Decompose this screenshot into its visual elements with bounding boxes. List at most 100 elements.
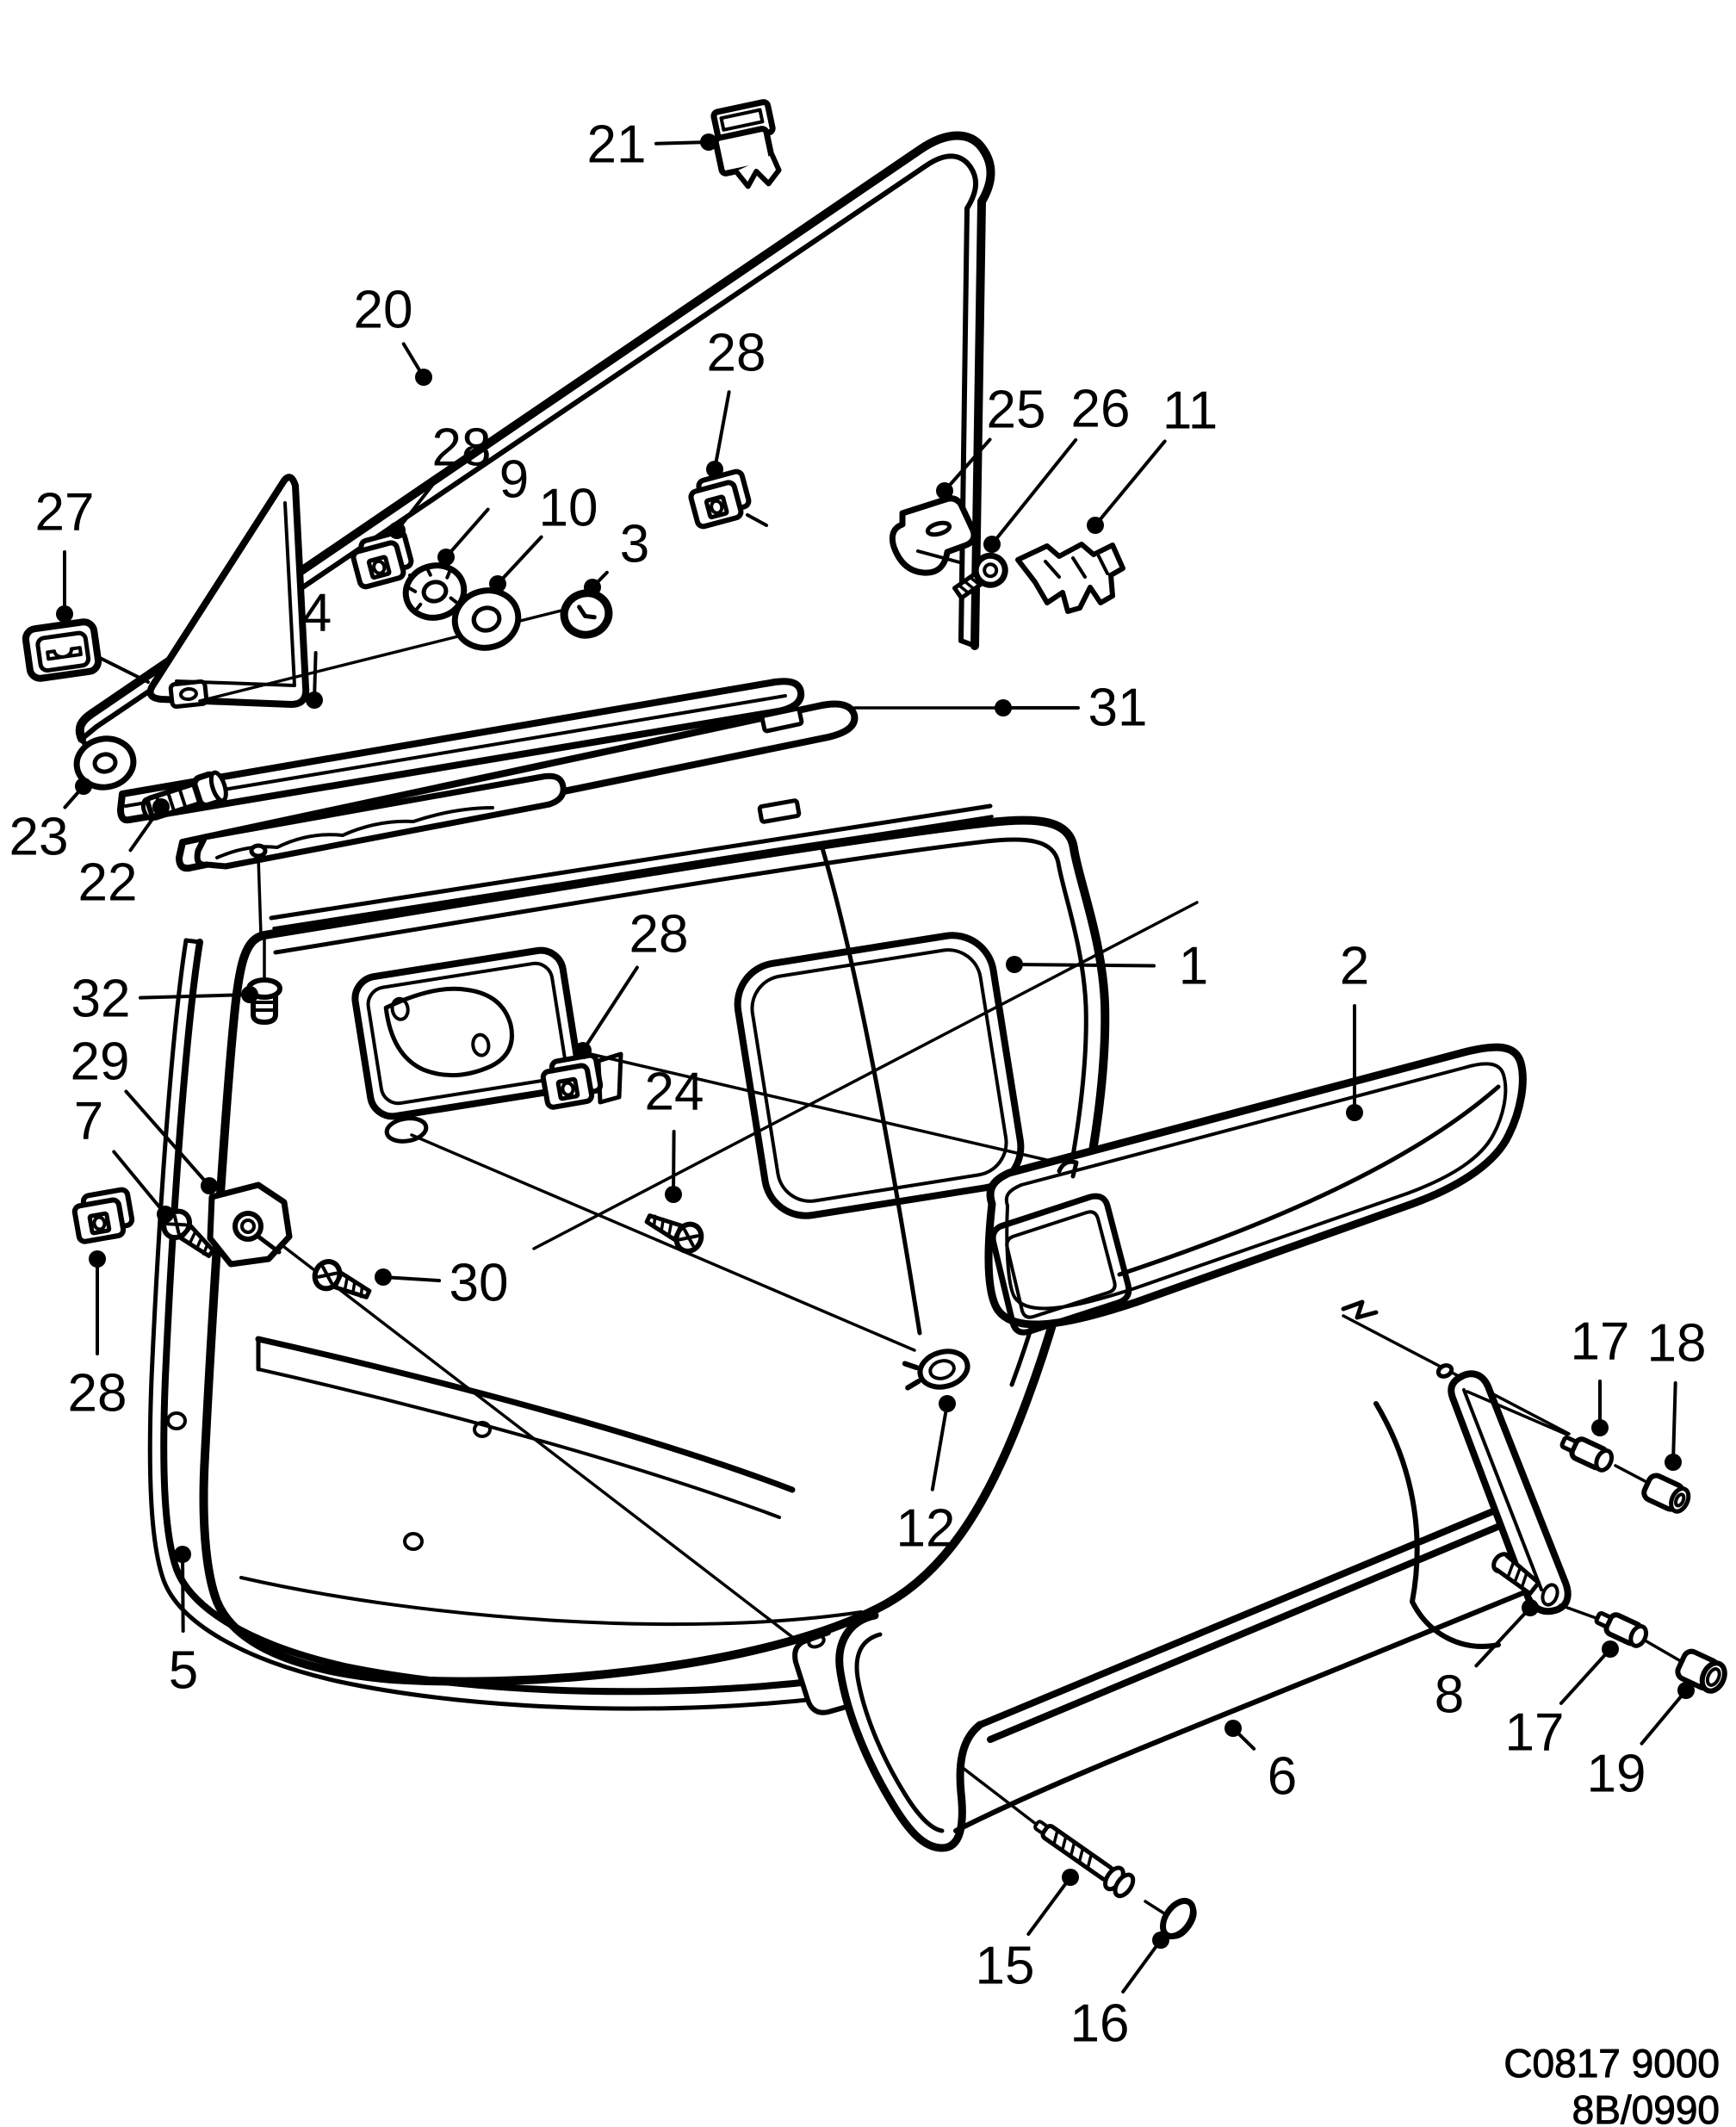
callout-2: 2	[1340, 937, 1369, 1121]
callout-dot	[415, 369, 432, 386]
callout-dot	[152, 798, 170, 815]
callout-leader	[138, 993, 251, 1000]
callout-leader	[496, 535, 543, 586]
frame-clip-21	[710, 99, 782, 189]
callout-leader	[1474, 1606, 1532, 1668]
callout-label: 32	[71, 970, 131, 1029]
callout-dot	[983, 536, 1001, 553]
callout-leader	[128, 805, 163, 853]
callout-27: 27	[35, 483, 95, 623]
bracket-25	[889, 495, 977, 576]
washer-9	[402, 562, 468, 621]
callout-dot	[437, 549, 455, 566]
callout-label: 20	[354, 281, 413, 340]
scalloped-garnish	[194, 772, 567, 870]
bracket-screw-line	[916, 549, 964, 565]
callout-leader	[112, 1150, 167, 1216]
screw-24	[644, 1213, 704, 1254]
callout-leader	[654, 140, 710, 146]
callout-leader	[1094, 439, 1167, 527]
callout-leader	[381, 1275, 442, 1283]
callout-leader	[713, 390, 731, 471]
callout-label: 30	[450, 1254, 509, 1313]
callout-dot	[1224, 1720, 1242, 1737]
callout-label: 23	[9, 808, 69, 867]
screw-30	[312, 1259, 372, 1299]
callout-label: 9	[499, 450, 529, 510]
callout-label: 27	[35, 483, 95, 543]
callout-17: 17	[1571, 1312, 1630, 1436]
screw-26	[952, 552, 1008, 600]
callout-15: 15	[976, 1869, 1079, 1996]
callout-label: 6	[1268, 1747, 1297, 1807]
callout-23: 23	[9, 778, 92, 867]
callout-label: 10	[539, 479, 598, 538]
callout-label: 22	[78, 853, 138, 913]
bolt-line	[1614, 1464, 1650, 1485]
callout-leader	[395, 477, 439, 532]
alignment-lines	[198, 601, 1199, 1829]
callout-label: 29	[71, 1032, 130, 1092]
callout-30: 30	[375, 1254, 508, 1313]
callout-label: 26	[1071, 380, 1131, 439]
callout-dot	[939, 1395, 956, 1412]
callout-26: 26	[983, 380, 1131, 553]
callout-label: 11	[1162, 381, 1218, 441]
callout-dot	[1602, 1640, 1619, 1658]
callout-28: 28	[388, 419, 491, 539]
callout-dot	[174, 1546, 191, 1563]
callout-label: 15	[976, 1937, 1035, 1996]
callout-label: 16	[1070, 1994, 1130, 2054]
pocket-to-bolt-line	[1342, 1314, 1571, 1436]
callout-25: 25	[936, 381, 1046, 499]
door-panel	[166, 798, 1110, 1686]
callout-label: 31	[1088, 679, 1148, 738]
callout-dot	[157, 1206, 174, 1223]
callout-21: 21	[587, 115, 717, 175]
callout-leader	[124, 1089, 211, 1188]
callout-19: 19	[1587, 1682, 1695, 1804]
callout-dot	[388, 522, 406, 539]
callout-leader	[990, 437, 1078, 546]
nut-clip-28c	[72, 1188, 134, 1242]
nut-clip-28a	[350, 530, 414, 588]
callout-18: 18	[1647, 1314, 1706, 1471]
callout-9: 9	[437, 450, 529, 566]
callout-dot	[1591, 1419, 1609, 1436]
callout-label: 25	[987, 381, 1046, 440]
callout-leader	[672, 1129, 676, 1196]
callout-32: 32	[71, 970, 258, 1029]
callout-20: 20	[354, 281, 432, 386]
callout-dot	[700, 133, 717, 151]
callout-dot	[1665, 1454, 1682, 1471]
callout-8: 8	[1435, 1599, 1539, 1725]
callout-12: 12	[896, 1395, 956, 1559]
drawing-code-line2: 8B/0990	[1572, 2087, 1720, 2127]
grommet-10	[451, 587, 522, 651]
cap-19	[1675, 1648, 1727, 1694]
callout-label: 17	[1571, 1312, 1630, 1372]
callout-dot	[241, 986, 258, 1003]
a-pillar-trim	[146, 474, 310, 710]
clip-3	[560, 589, 613, 639]
callout-dot	[89, 1250, 106, 1268]
callout-label: 3	[620, 515, 649, 574]
callout-label: 28	[707, 324, 766, 383]
callout-17: 17	[1505, 1640, 1619, 1763]
callout-label: 12	[896, 1499, 956, 1559]
callout-label: 2	[1340, 937, 1369, 996]
callout-label: 5	[169, 1641, 198, 1701]
clip-washer-line-2	[746, 513, 768, 527]
callout-leader	[444, 507, 490, 559]
callout-16: 16	[1070, 1932, 1169, 2054]
clip-27	[22, 618, 102, 682]
plug-32	[246, 977, 282, 1025]
callout-dot	[56, 605, 73, 623]
door-pocket-trim	[984, 1043, 1527, 1336]
callout-label: 21	[587, 115, 647, 175]
callout-label: 17	[1505, 1703, 1565, 1763]
callout-label: 19	[1587, 1745, 1646, 1804]
callout-dot	[1522, 1599, 1539, 1616]
